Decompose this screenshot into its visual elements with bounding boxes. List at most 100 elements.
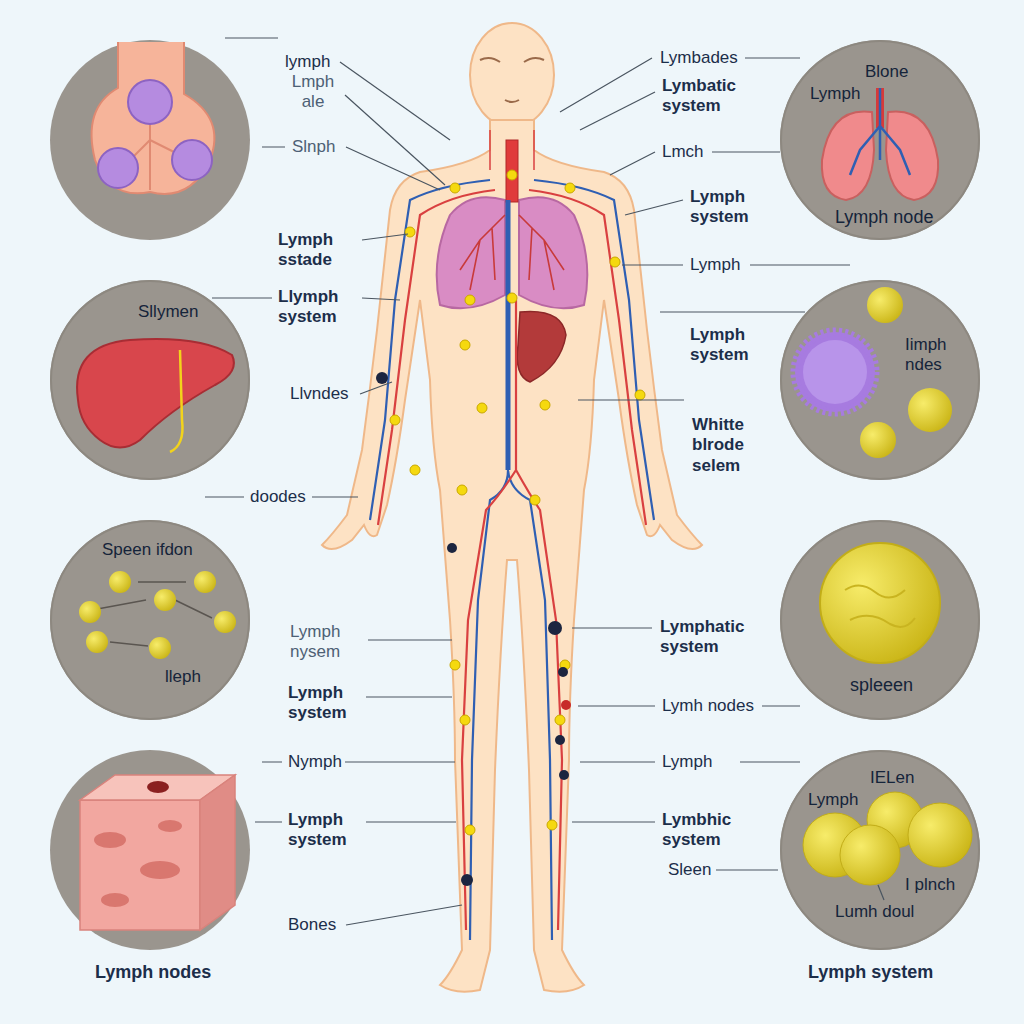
lymph-node-dots [450, 660, 460, 670]
liver-inset [77, 339, 234, 452]
part-label: Lymph nysem [290, 622, 360, 663]
node-dots-inset [214, 611, 236, 633]
leader-lines [625, 200, 683, 215]
inset-disc [780, 520, 980, 720]
leader-lines [262, 147, 440, 190]
lymph-node-dots [465, 295, 475, 305]
lung-vessels [460, 215, 564, 290]
node-dots-inset [79, 601, 101, 623]
node-dots-inset [86, 631, 108, 653]
lung-inset [822, 88, 938, 200]
inset-label: Lymph [808, 790, 858, 810]
lymph-vessel-inset [128, 80, 172, 124]
lymph-node-dots [507, 293, 517, 303]
inset-outline [781, 281, 979, 479]
lymph-node-dots [450, 183, 460, 193]
dark-nodes [461, 874, 473, 886]
inset-disc [780, 280, 980, 480]
part-label: Sleen [668, 860, 711, 880]
part-label: Bones [288, 915, 336, 935]
leader-lines [255, 821, 456, 822]
blood-vessels [370, 130, 654, 940]
inset-label: Blone [865, 62, 908, 82]
leader-lines [580, 92, 655, 130]
part-label: Lmph ale [288, 72, 338, 113]
inset-label: I plnch [905, 875, 955, 895]
inset-circle: Iimph ndes [780, 280, 980, 480]
lymph-node-dots [477, 403, 487, 413]
inset-label: Speen ifdon [102, 540, 193, 560]
blood-vessels [506, 200, 511, 470]
part-label: Lymph system [808, 962, 933, 984]
blood-vessels [370, 180, 654, 520]
tissue-cube-inset [80, 800, 200, 930]
lymph-node-dots [555, 715, 565, 725]
inset-disc [50, 280, 250, 480]
part-label: Lymh nodes [662, 696, 754, 716]
white-cell-inset [860, 422, 896, 458]
dark-nodes [555, 735, 565, 745]
inset-disc [50, 40, 250, 240]
human-body [470, 23, 554, 127]
lymph-node-cluster-inset [840, 825, 900, 885]
part-label: Llvndes [290, 384, 349, 404]
inset-circle: BloneLymphLymph node [780, 40, 980, 240]
lymph-node-dots [457, 485, 467, 495]
node-dots-inset [154, 589, 176, 611]
lymph-vessel-inset [98, 148, 138, 188]
human-body [480, 58, 544, 102]
lymph-node-cluster-inset [908, 803, 972, 867]
inset-outline [781, 521, 979, 719]
part-label: Lmch [662, 142, 704, 162]
lymph-node-dots [460, 340, 470, 350]
lymph-node-dots [610, 257, 620, 267]
inset-outline [51, 281, 249, 479]
dark-nodes [559, 770, 569, 780]
lymph-node-dots [465, 825, 475, 835]
part-label: Lymph [662, 752, 712, 772]
tissue-cube-inset [140, 861, 180, 879]
inset-circle: Sllymen [50, 280, 250, 480]
spleen-sphere-inset [845, 585, 915, 626]
blood-vessels [462, 300, 562, 930]
white-cell-inset [803, 340, 867, 404]
node-dots-inset [92, 582, 212, 646]
lymph-node-dots [547, 820, 557, 830]
part-label: lymph [285, 52, 330, 72]
inset-disc [780, 750, 980, 950]
lymph-vessel-inset [92, 42, 215, 194]
blood-vessels [378, 190, 646, 525]
part-label: Lymph system [690, 187, 760, 228]
leader-lines [366, 696, 452, 697]
white-cell-inset [795, 332, 875, 412]
part-label: Llymph system [278, 287, 353, 328]
inset-disc [50, 520, 250, 720]
lymph-node-dots [410, 465, 420, 475]
lymph-node-dots [540, 400, 550, 410]
leader-lines [340, 62, 450, 140]
lymph-node-dots [390, 415, 400, 425]
lymph-node-dots [507, 170, 517, 180]
lymph-node-cluster-inset [878, 885, 884, 900]
lungs [437, 197, 588, 308]
node-dots-inset [109, 571, 131, 593]
leader-lines [205, 38, 850, 925]
inset-circle: IELenLymphI plnchLumh doul [780, 750, 980, 950]
liver-inset [77, 339, 234, 448]
inset-label: Lumh doul [835, 902, 914, 922]
inset-label: Lymph node [835, 207, 933, 229]
tissue-cube-inset [101, 893, 129, 907]
part-label: Lymph system [288, 683, 358, 724]
part-label: Lymbatic system [662, 76, 742, 117]
part-label: Lymph nodes [95, 962, 211, 984]
node-dots-inset [79, 571, 236, 659]
leader-lines [346, 905, 462, 925]
part-label: Lymphatic system [660, 617, 745, 658]
blood-vessels [470, 470, 552, 940]
leader-lines [578, 399, 684, 400]
inset-label: Sllymen [138, 302, 198, 322]
leader-lines [572, 821, 655, 822]
leader-lines [362, 234, 408, 240]
